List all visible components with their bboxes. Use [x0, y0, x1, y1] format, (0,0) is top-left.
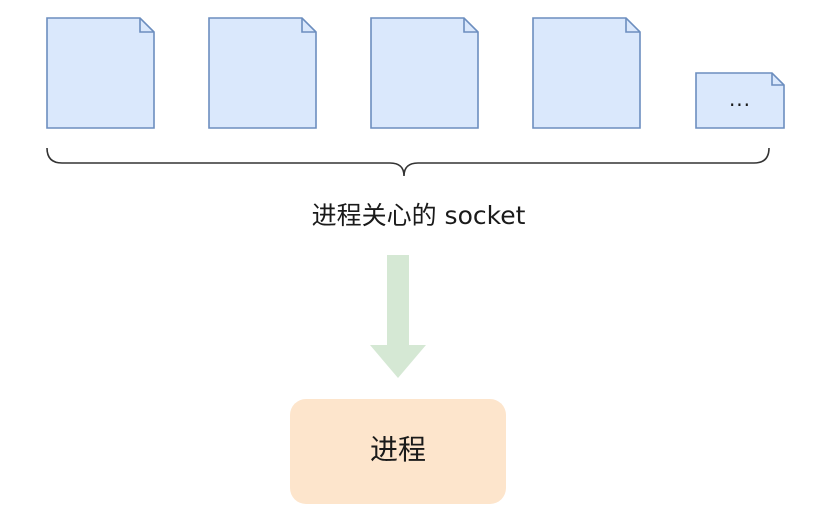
group-brace — [46, 147, 770, 177]
more-sockets-ellipsis: ... — [728, 87, 752, 111]
socket-file-icon — [370, 17, 479, 129]
socket-file-icon — [46, 17, 155, 129]
socket-file-icon — [532, 17, 641, 129]
socket-file-icon — [208, 17, 317, 129]
socket-file-more-icon — [695, 72, 785, 129]
process-label: 进程 — [369, 433, 426, 466]
socket-group-label: 进程关心的 socket — [311, 201, 526, 230]
process-box — [290, 399, 506, 504]
down-arrow-icon — [370, 255, 426, 378]
